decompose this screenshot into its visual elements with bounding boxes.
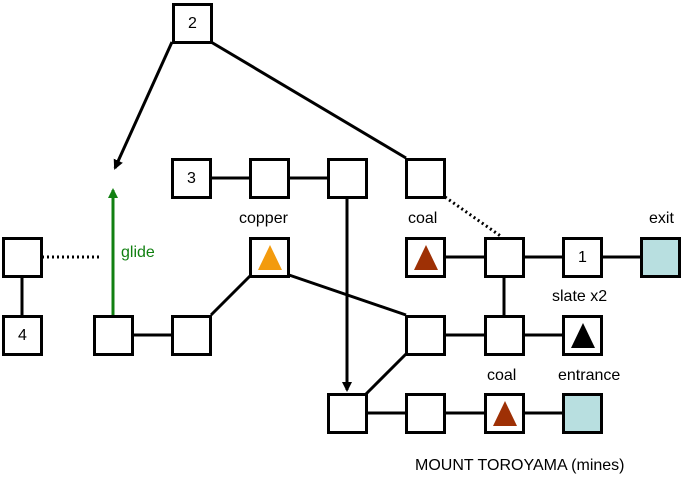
room-coal-lower[interactable] [484, 393, 525, 434]
label-glide: glide [121, 244, 155, 261]
room-3[interactable]: 3 [171, 158, 212, 199]
room-number: 3 [187, 169, 196, 187]
slate-ore-icon [570, 323, 595, 348]
copper-ore-icon [257, 245, 282, 270]
edge-m1-b1 [364, 352, 408, 396]
room-number: 2 [188, 14, 197, 32]
room-glide-base[interactable] [93, 315, 134, 356]
room[interactable] [249, 158, 290, 199]
room-coal-upper[interactable] [405, 237, 446, 278]
label-copper: copper [239, 210, 288, 227]
room-2[interactable]: 2 [172, 3, 213, 44]
edge-2-to-glide [113, 41, 174, 170]
room-copper[interactable] [249, 237, 290, 278]
room-entrance[interactable] [562, 393, 603, 434]
edge-g2-copper [209, 274, 252, 317]
room-left[interactable] [2, 237, 43, 278]
edge-2-to-r3d [210, 40, 407, 160]
label-coal-upper: coal [408, 210, 438, 227]
room-hub[interactable] [484, 237, 525, 278]
coal-ore-icon [492, 401, 517, 426]
label-entrance: entrance [558, 367, 621, 384]
label-exit: exit [649, 210, 674, 227]
room[interactable] [405, 315, 446, 356]
room-slate[interactable] [562, 315, 603, 356]
room-exit[interactable] [640, 237, 681, 278]
edge-copper-m1 [288, 273, 407, 317]
dotted-edge-r3d-hub [444, 195, 503, 239]
room[interactable] [327, 158, 368, 199]
room[interactable] [484, 315, 525, 356]
room[interactable] [405, 158, 446, 199]
room[interactable] [405, 393, 446, 434]
map-title: MOUNT TOROYAMA (mines) [415, 457, 625, 474]
room-number: 1 [578, 248, 587, 266]
room[interactable] [171, 315, 212, 356]
coal-ore-icon [413, 245, 438, 270]
label-slate: slate x2 [552, 288, 608, 305]
room-4[interactable]: 4 [2, 315, 43, 356]
room[interactable] [327, 393, 368, 434]
label-coal-lower: coal [487, 367, 517, 384]
room-1[interactable]: 1 [562, 237, 603, 278]
room-number: 4 [18, 326, 27, 344]
